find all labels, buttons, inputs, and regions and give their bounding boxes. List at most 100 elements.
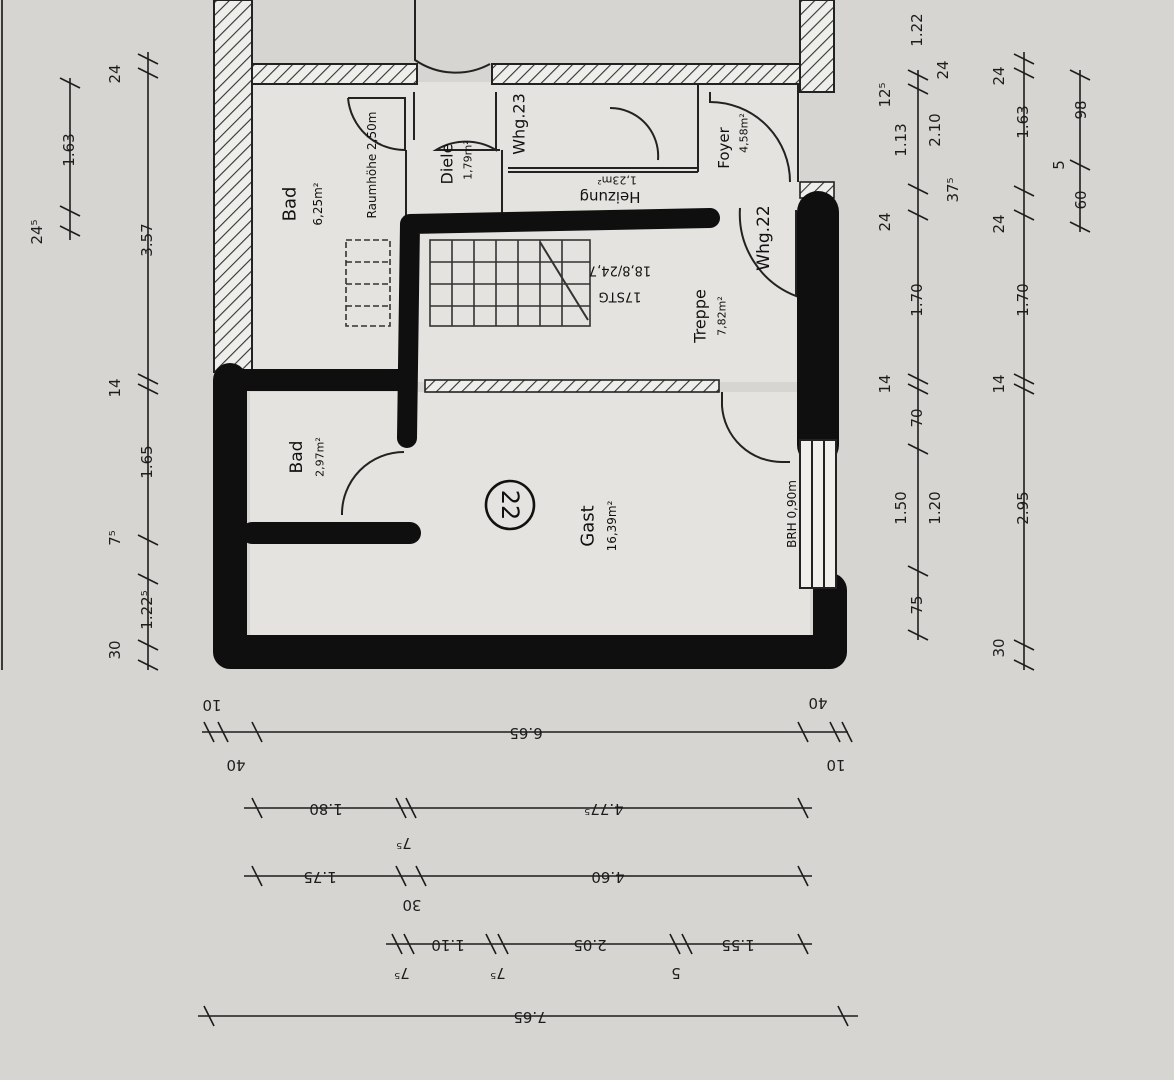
room-name: Gast [578, 505, 599, 546]
stair-steps: 17STG [599, 289, 642, 304]
room-area: 2,97m² [314, 437, 327, 477]
dimension-chain-bottom-1: 10 40 6.65 40 10 [202, 694, 853, 774]
dim-label: 30 [402, 896, 421, 914]
dim-label: 1.63 [60, 133, 78, 166]
room-floor-gast [250, 392, 810, 650]
dim-label: 1.75 [303, 868, 336, 886]
apartment-label-whg22: Whg.22 [754, 205, 774, 270]
dim-label: 1.70 [908, 283, 926, 316]
dim-label: 10 [826, 756, 845, 774]
doors [340, 0, 797, 516]
window [799, 439, 837, 589]
dim-label: 12⁵ [876, 82, 894, 107]
dim-label: 1.65 [138, 445, 156, 478]
dim-label: 30 [990, 638, 1008, 657]
room-name: Heizung [579, 188, 640, 206]
dimension-chain-bottom-2: 1.80 4.77⁵ 7⁵ [244, 797, 812, 852]
dim-label: 10 [202, 696, 221, 714]
dim-label: 1.70 [1014, 283, 1032, 316]
dim-label: 6.65 [509, 724, 542, 742]
room-height: Raumhöhe 2,50m [365, 112, 379, 219]
room-label-gast: Gast 16,39m² [578, 500, 620, 551]
room-label-foyer: Foyer 4,58m² [715, 113, 751, 169]
room-name: Treppe [691, 289, 710, 344]
dim-label: 2.10 [926, 113, 944, 146]
dim-label: 37⁵ [944, 177, 962, 202]
dim-label: 1.22⁵ [138, 590, 156, 629]
dim-label: 7.65 [513, 1008, 546, 1026]
hatched-wall-right [799, 0, 835, 93]
room-label-diele: Diele 1,79m² [438, 140, 475, 184]
staircase [345, 239, 591, 327]
room-name: Bad [287, 441, 307, 474]
unit-number-circle [484, 479, 536, 531]
dimension-chain-right-inner: 75 1.50 1.20 70 14 1.70 24 1.13 12⁵ 2.10… [876, 13, 962, 641]
dim-label: 24 [990, 214, 1008, 233]
room-name: Foyer [715, 126, 733, 168]
dim-label: 14 [876, 374, 894, 393]
dimension-chain-bottom-3: 1.75 4.60 30 [244, 865, 812, 914]
room-label-bad-lower: Bad 2,97m² [287, 437, 327, 477]
dim-label: 1.50 [892, 491, 910, 524]
unit-number: 22 [496, 490, 524, 521]
dim-label: 1.55 [721, 936, 754, 954]
new-walls [213, 191, 847, 669]
dim-label: 1.13 [892, 123, 910, 156]
room-name: Diele [438, 144, 457, 185]
hatched-wall-top-left [251, 63, 418, 85]
room-area: 16,39m² [605, 500, 619, 551]
dim-label: 1.10 [431, 936, 464, 954]
dimension-chain-bottom-4: 1.10 2.05 1.55 7⁵ 7⁵ 5 [386, 933, 812, 982]
dim-label: 1.22 [908, 13, 926, 46]
dim-label: 7⁵ [106, 530, 124, 546]
room-name: Bad [280, 187, 301, 222]
dim-label: 98 [1072, 100, 1090, 119]
dim-label: 1.63 [1014, 105, 1032, 138]
dim-label: 40 [808, 694, 827, 712]
dim-label: 4.60 [591, 868, 624, 886]
dim-label: 1.80 [309, 800, 342, 818]
dim-label: 7⁵ [490, 964, 506, 982]
window-sill-height: BRH 0,90m [785, 480, 799, 548]
hatched-wall-left [213, 0, 253, 373]
room-area: 4,58m² [738, 113, 751, 153]
room-area: 1,23m² [597, 174, 637, 187]
dimension-chain-bottom-5: 7.65 [198, 1005, 858, 1027]
dim-label: 7⁵ [394, 964, 410, 982]
room-label-bad-upper: Bad 6,25m² [280, 182, 326, 225]
dim-label: 24 [934, 60, 952, 79]
dim-label: 4.77⁵ [584, 800, 623, 818]
dimension-chain-left: 30 1.22⁵ 7⁵ 1.65 14 3.57 24 1.63 24⁵ [28, 52, 159, 671]
dim-label: 24 [106, 64, 124, 83]
dim-label: 60 [1072, 190, 1090, 209]
dim-label: 7⁵ [396, 834, 412, 852]
dim-label: 30 [106, 640, 124, 659]
dim-label: 24⁵ [28, 219, 46, 244]
dim-label: 14 [106, 378, 124, 397]
room-floor-upper [252, 82, 800, 382]
stair-ratio: 18,8/24,7 [589, 263, 651, 278]
dim-label: 24 [876, 212, 894, 231]
room-label-treppe: Treppe 7,82m² [691, 289, 729, 344]
dimension-chain-right-outer: 30 2.95 14 1.70 24 1.63 24 60 98 5 [990, 52, 1091, 671]
dim-label: 2.05 [573, 936, 606, 954]
dim-label: 5 [671, 964, 681, 982]
dim-label: 70 [908, 408, 926, 427]
dim-label: 2.95 [1014, 491, 1032, 524]
dim-label: 75 [908, 595, 926, 614]
dim-label: 3.57 [138, 223, 156, 256]
dim-label: 1.20 [926, 491, 944, 524]
room-area: 7,82m² [716, 296, 729, 336]
dim-label: 40 [226, 756, 245, 774]
stair-label: 17STG 18,8/24,7 [589, 263, 651, 304]
dim-label: 14 [990, 374, 1008, 393]
room-area: 1,79m² [462, 140, 475, 180]
room-area: 6,25m² [311, 182, 325, 225]
hatched-wall-gast-top [424, 379, 720, 393]
dim-label: 5 [1050, 160, 1068, 170]
hatched-wall-top-right [491, 63, 833, 85]
room-label-heizung: Heizung 1,23m² [579, 174, 640, 207]
apartment-label-whg23: Whg.23 [510, 93, 529, 155]
dim-label: 24 [990, 66, 1008, 85]
